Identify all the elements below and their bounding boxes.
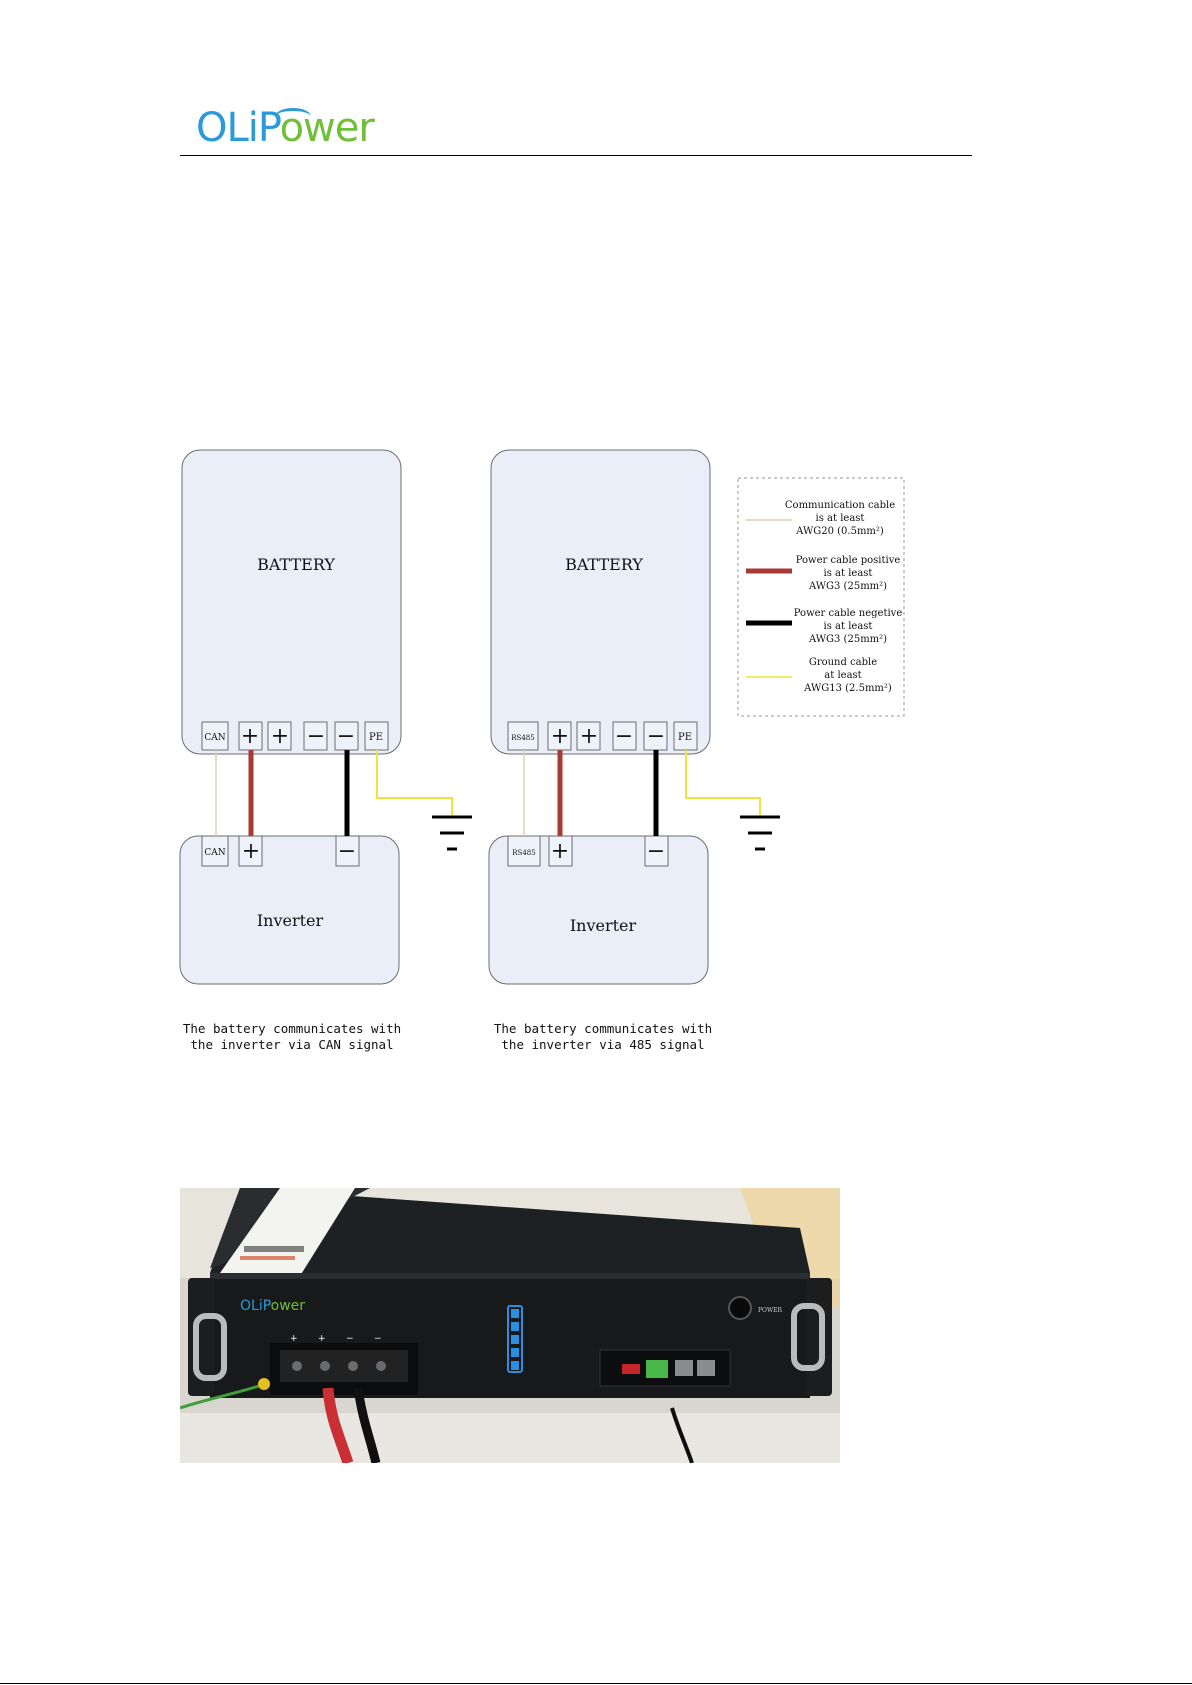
left-diagram-caption: The battery communicates with the invert… [182, 1021, 402, 1052]
photo-terminal-mark-2: + [318, 1334, 326, 1344]
right-terminal-neg-1-label: − [615, 724, 633, 749]
legend-positive-line-2: is at least [824, 568, 873, 579]
photo-device-logo: OLiPower [240, 1298, 305, 1314]
left-ground-symbol-icon [432, 815, 472, 851]
right-diagram-caption: The battery communicates with the invert… [493, 1021, 713, 1052]
right-terminal-pos-1-label: + [551, 724, 569, 749]
logo-arc-icon [275, 108, 311, 125]
footer-rule [0, 1683, 1192, 1684]
left-inv-terminal-neg-label: − [338, 839, 356, 864]
legend-comm-line-1: Communication cable [785, 500, 895, 511]
left-terminal-neg-1-label: − [307, 724, 325, 749]
right-terminal-neg-2-label: − [647, 724, 665, 749]
right-battery-terminals: RS485 + + − − PE [507, 721, 698, 751]
legend-positive-line-1: Power cable positive [796, 555, 901, 566]
photo-terminal-mark-4: − [374, 1334, 382, 1344]
photo-terminal-mark-1: + [290, 1334, 298, 1344]
left-terminal-pos-1-label: + [241, 724, 259, 749]
left-terminal-pos-2 [267, 721, 292, 751]
legend-box [737, 477, 905, 717]
left-terminal-pe-label: PE [369, 732, 383, 743]
right-inverter-box [488, 835, 709, 985]
header-rule [180, 155, 972, 156]
right-terminal-neg-1 [612, 721, 637, 751]
right-terminal-pe-label: PE [678, 732, 692, 743]
right-battery-box [490, 449, 711, 755]
left-battery-label: BATTERY [257, 555, 335, 574]
left-inverter-label: Inverter [257, 911, 324, 930]
left-inverter-box [179, 835, 400, 985]
battery-product-photo: + + − − OLiPower POWER [180, 1188, 840, 1463]
legend-ground-line-3: AWG13 (2.5mm²) [803, 683, 892, 694]
right-inv-terminal-rs485 [507, 835, 541, 867]
battery-photo-illustration: + + − − OLiPower POWER [180, 1188, 840, 1463]
right-terminal-pos-2 [576, 721, 601, 751]
legend-ground-line-2: at least [824, 670, 861, 681]
right-inv-terminal-pos-label: + [551, 839, 569, 864]
left-terminal-can-label: CAN [204, 733, 225, 743]
right-inverter-label: Inverter [570, 916, 637, 935]
left-terminal-pos-2-label: + [271, 724, 289, 749]
photo-terminal-mark-3: − [346, 1334, 354, 1344]
legend-negative-line-3: AWG3 (25mm²) [808, 634, 887, 645]
right-battery-label: BATTERY [565, 555, 643, 574]
right-ground-cable [685, 750, 761, 815]
photo-soc-led-indicator-icon [507, 1305, 523, 1373]
left-battery-terminals: CAN + + − − PE [201, 721, 389, 751]
left-terminal-neg-2-label: − [337, 724, 355, 749]
right-terminal-rs485 [507, 721, 539, 751]
right-terminal-rs485-label: RS485 [511, 734, 534, 742]
left-battery-box [181, 449, 402, 755]
right-inv-terminal-neg-label: − [647, 839, 665, 864]
left-system: BATTERY CAN + + − − PE Inverter CAN + − [179, 449, 472, 985]
left-inv-terminal-can [201, 835, 229, 867]
right-system: BATTERY RS485 + + − − PE Inverter RS485 … [488, 449, 780, 985]
left-terminal-can [201, 721, 229, 751]
logo-text-oli: OLiP [196, 105, 281, 151]
photo-power-switch-icon [728, 1296, 752, 1320]
legend-negative-line-1: Power cable negetive [794, 608, 903, 619]
right-terminal-pos-2-label: + [580, 724, 598, 749]
left-terminal-neg-1 [303, 721, 328, 751]
left-ground-cable [376, 750, 453, 815]
left-inv-terminal-can-label: CAN [204, 848, 225, 858]
right-inv-terminal-rs485-label: RS485 [512, 849, 535, 857]
legend-ground-line-1: Ground cable [809, 657, 877, 668]
left-inv-terminal-pos-label: + [242, 839, 260, 864]
cable-legend: Communication cable is at least AWG20 (0… [737, 477, 905, 717]
legend-comm-line-2: is at least [816, 513, 865, 524]
photo-power-label: POWER [758, 1307, 783, 1314]
legend-comm-line-3: AWG20 (0.5mm²) [795, 526, 884, 537]
legend-positive-line-3: AWG3 (25mm²) [808, 581, 887, 592]
legend-negative-line-2: is at least [824, 621, 873, 632]
right-ground-symbol-icon [740, 815, 780, 851]
